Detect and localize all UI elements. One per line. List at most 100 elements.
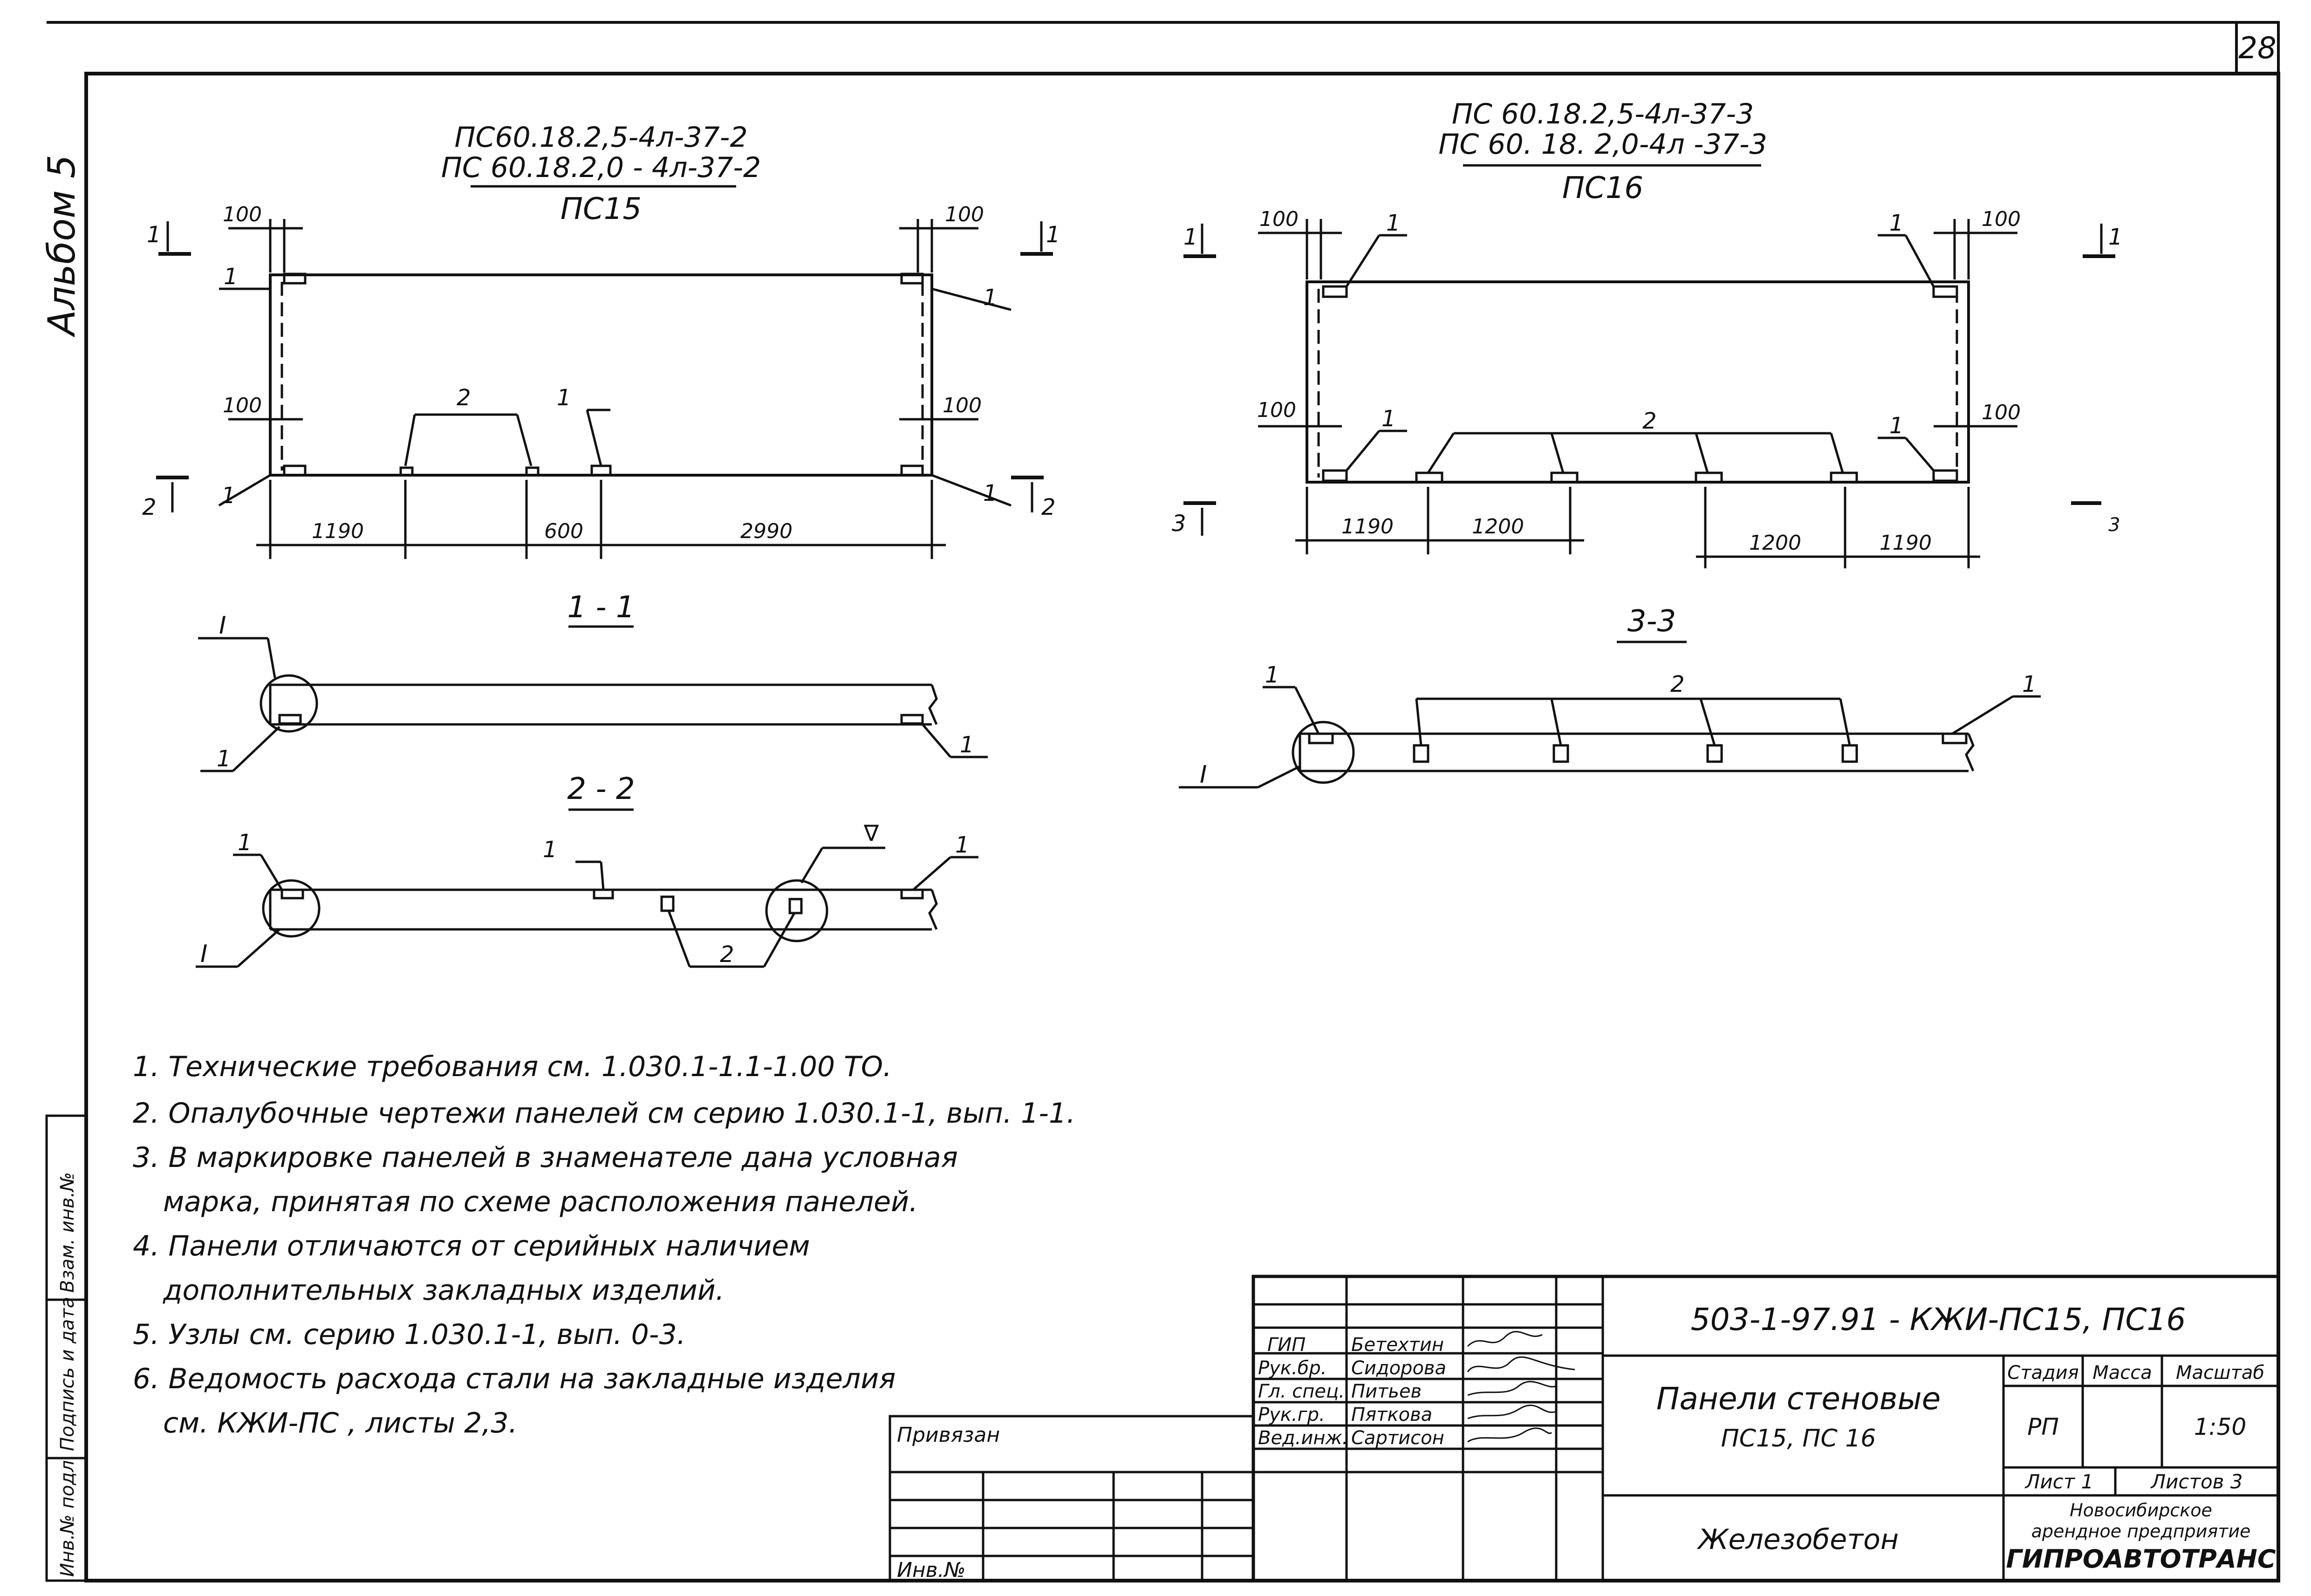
left-dim-top-r: 100	[945, 203, 984, 226]
note-6b: см. КЖИ-ПС , листы 2,3.	[163, 1407, 518, 1439]
title-line-2: ПС15, ПС 16	[1721, 1425, 1876, 1453]
sig-name-4: Пяткова	[1351, 1404, 1432, 1425]
sheet-label: Лист 1	[2024, 1470, 2094, 1493]
section-2-2-callout-a: 1	[238, 830, 252, 856]
scale-value: 1:50	[2194, 1413, 2246, 1440]
section-3-3-callout-2: 2	[1670, 671, 1685, 697]
left-callout-1b: 1	[983, 285, 998, 311]
section-1-1-callout-b: 1	[960, 732, 974, 758]
left-cut-1a: 1	[147, 222, 161, 248]
left-panel-elevation	[156, 219, 1053, 559]
right-callout-1b: 1	[1889, 210, 1904, 236]
right-cut-1b: 1	[2108, 224, 2123, 250]
right-callout-1c: 1	[1381, 406, 1396, 432]
left-dim-bottom-3: 2990	[740, 519, 793, 543]
section-2-2	[196, 808, 978, 968]
org-line-1: Новосибирское	[2070, 1500, 2212, 1521]
sig-name-5: Сартисон	[1351, 1427, 1444, 1449]
left-panel-heading: ПС60.18.2,5-4л-37-2 ПС 60.18.2,0 - 4л-37…	[441, 121, 761, 226]
side-stamp-replace: Взам. инв.№	[57, 1172, 78, 1293]
right-cut-1a: 1	[1183, 224, 1198, 250]
right-panel-heading: ПС 60.18.2,5-4л-37-3 ПС 60. 18. 2,0-4л -…	[1438, 98, 1767, 205]
section-3-3-title: 3-3	[1627, 604, 1676, 639]
sig-role-4: Рук.гр.	[1258, 1404, 1325, 1425]
section-2-2-level: ∇	[863, 820, 879, 846]
note-6a: 6. Ведомость расхода стали на закладные …	[133, 1363, 896, 1395]
note-2: 2. Опалубочные чертежи панелей см серию …	[133, 1097, 1075, 1130]
section-2-2-callout-c: 1	[955, 832, 970, 858]
inv-label: Инв.№	[897, 1558, 965, 1582]
left-dim-side-r: 100	[943, 394, 982, 417]
section-3-3-callout-b: 1	[2022, 671, 2037, 697]
right-mark-1: ПС 60.18.2,5-4л-37-3	[1452, 98, 1754, 130]
note-3a: 3. В маркировке панелей в знаменателе да…	[133, 1141, 958, 1174]
mass-label: Масса	[2092, 1362, 2152, 1384]
note-3b: марка, принятая по схеме расположения па…	[163, 1186, 918, 1218]
material: Железобетон	[1696, 1523, 1899, 1556]
left-cut-1b: 1	[1046, 222, 1060, 248]
left-callout-1e: 1	[557, 385, 571, 411]
note-4a: 4. Панели отличаются от серийных наличие…	[133, 1230, 810, 1262]
right-callout-1d: 1	[1889, 413, 1904, 439]
side-stamp	[45, 1114, 88, 1582]
sig-name-3: Питьев	[1351, 1381, 1422, 1402]
handwritten-signatures	[1467, 1331, 1575, 1443]
left-dim-side-l: 100	[223, 394, 262, 417]
sig-name-1: Бетехтин	[1351, 1334, 1444, 1356]
left-callout-2: 2	[457, 385, 471, 411]
scale-label: Масштаб	[2176, 1362, 2264, 1384]
right-callout-2: 2	[1642, 408, 1657, 434]
section-3-3-node: I	[1200, 761, 1207, 789]
section-3-3	[1179, 641, 2041, 789]
left-code: ПС15	[561, 192, 642, 226]
title-line-1: Панели стеновые	[1656, 1381, 1941, 1417]
section-2-2-callout-b: 1	[543, 837, 557, 863]
sheet-number: 28	[2238, 31, 2276, 66]
right-code: ПС16	[1562, 171, 1643, 205]
left-callout-1d: 1	[983, 480, 998, 506]
right-mark-2: ПС 60. 18. 2,0-4л -37-3	[1438, 128, 1767, 161]
right-panel-elevation	[1183, 219, 2115, 568]
left-cut-2a: 2	[142, 494, 157, 520]
notes-block: 1. Технические требования см. 1.030.1-1.…	[133, 1050, 1075, 1439]
section-2-2-node: I	[200, 940, 207, 968]
section-1-1-callout-a: 1	[217, 746, 231, 772]
right-cut-3a: 3	[1172, 511, 1186, 537]
album-label: Альбом 5	[40, 155, 83, 338]
side-stamp-sign: Подпись и дата	[57, 1297, 78, 1451]
left-cut-2b: 2	[1041, 494, 1056, 520]
right-dim-side-l: 100	[1257, 398, 1296, 422]
sig-role-3: Гл. спец.	[1258, 1381, 1345, 1402]
right-dim-bottom-3: 1200	[1749, 531, 1801, 555]
side-stamp-inv: Инв.№ подл.	[57, 1454, 78, 1577]
stage-label: Стадия	[2007, 1362, 2079, 1384]
right-cut-3b: 3	[2108, 514, 2120, 536]
left-mark-2: ПС 60.18.2,0 - 4л-37-2	[441, 151, 761, 184]
left-dim-bottom-1: 1190	[312, 519, 364, 543]
section-1-1-title: 1 - 1	[567, 590, 635, 625]
sig-role-5: Вед.инж.	[1258, 1427, 1348, 1449]
section-2-2-title: 2 - 2	[567, 772, 635, 806]
section-3-3-callout-a: 1	[1265, 662, 1279, 688]
left-callout-1c: 1	[221, 483, 236, 509]
sig-name-2: Сидорова	[1351, 1357, 1446, 1379]
left-dim-bottom-2: 600	[544, 519, 583, 543]
section-2-2-callout-2: 2	[720, 941, 734, 968]
designation: 503-1-97.91 - КЖИ-ПС15, ПС16	[1691, 1302, 2186, 1337]
note-1: 1. Технические требования см. 1.030.1-1.…	[133, 1050, 892, 1083]
note-4b: дополнительных закладных изделий.	[163, 1274, 725, 1307]
title-block	[889, 1275, 2280, 1582]
sig-role-2: Рук.бр.	[1258, 1357, 1326, 1379]
right-dim-bottom-4: 1190	[1880, 531, 1932, 555]
right-dim-top-l: 100	[1259, 207, 1299, 231]
right-dim-bottom-2: 1200	[1472, 515, 1524, 539]
privyazan-label: Привязан	[897, 1423, 1000, 1447]
right-dim-side-r: 100	[1982, 401, 2021, 424]
org-line-2: арендное предприятие	[2031, 1521, 2251, 1541]
stage-value: РП	[2027, 1413, 2059, 1440]
sheets-label: Листов 3	[2150, 1470, 2243, 1493]
note-5: 5. Узлы см. серию 1.030.1-1, вып. 0-3.	[133, 1318, 686, 1351]
left-mark-1: ПС60.18.2,5-4л-37-2	[454, 121, 747, 154]
right-dim-top-r: 100	[1982, 207, 2021, 231]
